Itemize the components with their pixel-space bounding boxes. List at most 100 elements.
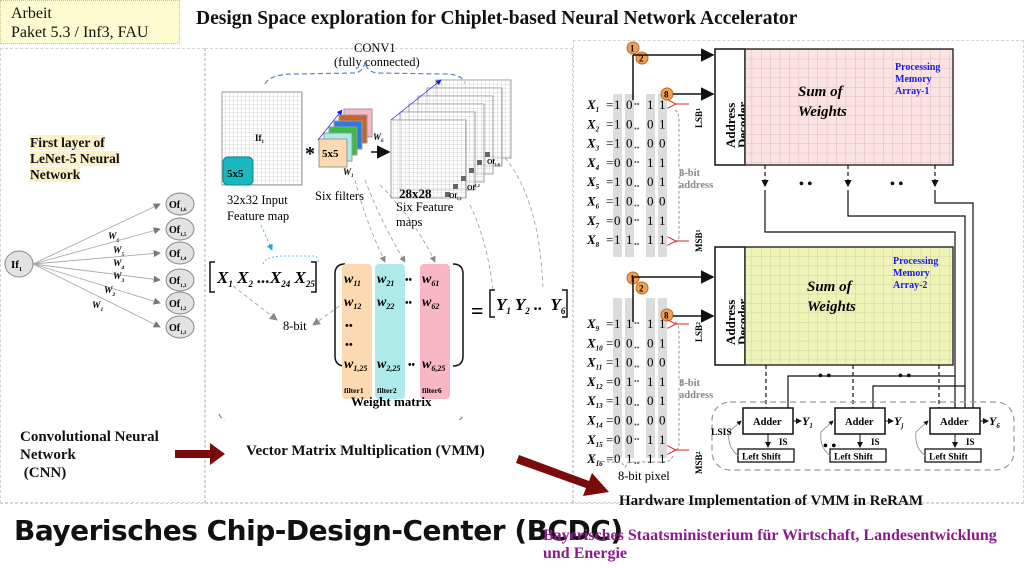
filter2-link [364,179,406,263]
svg-text:=: = [606,232,613,247]
bcdc-title: Bayerisches Chip-Design-Center (BCDC) [14,514,623,547]
svg-text:••: •• [634,202,640,211]
svg-text:X13: X13 [586,393,603,410]
array-2-tag-3: Array-2 [893,280,927,291]
lenet-heading: First layer of LeNet-5 Neural Network [30,135,120,183]
of-1-1-label: Of1,1 [449,192,462,201]
y6-link [504,157,544,291]
svg-text:Of1,4: Of1,4 [169,249,187,262]
weight-label: W5 [113,246,124,258]
svg-text:If1: If1 [255,133,265,145]
svg-text:=: = [606,335,613,350]
bit-value: 1 [614,97,621,112]
svg-text:X1: X1 [586,97,599,114]
bit-value: 0 [659,355,666,370]
msb1-label: MSB1 [694,229,704,252]
filter-depth-arrow [317,109,343,141]
y1-link [469,204,494,291]
feature-size-label: 28x28 [399,186,432,201]
vmm-brace [218,413,464,420]
weight-label: W4 [113,259,124,271]
decoder-1-label-1: Address [723,103,738,148]
left-shift-label: Left Shift [742,453,782,463]
bit-column [625,298,634,458]
cnn-to-vmm-arrow [175,443,225,465]
bit-value: 1 [647,432,654,447]
adder-label: Adder [753,417,782,428]
bit-value: 0 [647,136,654,151]
svg-text:••: •• [634,421,640,430]
svg-text:• •: • • [890,177,903,192]
bit-value: 0 [626,213,633,228]
bit-value: 1 [647,374,654,389]
weight-label: W1 [92,301,103,313]
filter-weight: W [343,167,352,177]
bit-value: 0 [614,155,621,170]
bit-column [646,94,655,257]
ministry-label: Bayerisches Staatsministerium für Wirtsc… [543,527,997,563]
svg-text:Of1,3: Of1,3 [169,276,187,289]
convolution-operator: * [305,143,315,165]
svg-text:If1: If1 [11,259,22,273]
svg-text:=: = [606,432,613,447]
bit-value: 1 [659,451,666,466]
cnn-label: Convolutional Neural Network (CNN) [20,428,159,482]
svg-text:• •: • • [799,177,812,192]
vmm-label: Vector Matrix Multiplication (VMM) [246,443,485,459]
lsis-label: LSIS [711,428,732,438]
svg-text:=: = [606,213,613,228]
page-title: Design Space exploration for Chiplet-bas… [196,8,798,29]
bit-value: 0 [626,335,633,350]
svg-text:••: •• [634,343,640,352]
adder-output: Yj [894,414,903,430]
bit-value: 1 [647,232,654,247]
bit-marker-1: 1 [626,41,640,55]
svg-text:••: •• [408,360,416,371]
bit-value: 1 [647,97,654,112]
output-point [453,184,458,189]
weight-cell: w22 [377,295,394,311]
output-point [461,176,466,181]
weight-cell: w11 [344,272,361,288]
svg-text:••: •• [345,339,353,351]
vmm-equation: X1 X2 ...X24 X25 8-bit w11w12••••w1,25fi… [209,261,568,420]
input-vector: X1 X2 ...X24 X25 [216,268,315,289]
svg-text:••: •• [345,320,353,332]
bit-value: 1 [614,232,621,247]
svg-text:••: •• [634,158,640,167]
weight-edge [32,249,161,265]
svg-text:X9: X9 [586,316,600,333]
bit-column [646,298,655,458]
bit-value: 0 [626,194,633,209]
lenet-graph: W6W5W4W3W2W1 If1 Of1,6Of1,5Of1,4Of1,3Of1… [4,192,195,339]
address-label-1b: address [679,180,713,191]
input-map-sub: 1 [262,140,265,145]
feature-caption-1: Six Feature [396,200,454,214]
bit-value: 0 [614,374,621,389]
filter-label: 5x5 [322,148,339,160]
input-map-label: If [255,133,263,143]
note-line-2: Paket 5.3 / Inf3, FAU [11,24,149,41]
equals-sign: = [471,298,484,323]
bit-value: 1 [626,451,633,466]
bit-value: 1 [647,155,654,170]
bit-value: 1 [659,213,666,228]
bit-value: 0 [626,136,633,151]
ministry-line-2: und Energie [543,545,628,562]
array-2-title-1: Sum of [807,279,854,295]
weight-cell: w1,25 [344,357,367,373]
conv-diagram: CONV1 (fully connected) If1 5x5 32x32 In… [221,41,544,291]
adder-box [834,407,886,435]
svg-text:••: •• [634,435,640,444]
filter-weight-sub: 1 [351,174,354,179]
svg-text:••: •• [634,216,640,225]
bit-value: 1 [659,232,666,247]
feature-output-points [445,152,490,197]
array-1-title-2: Weights [798,104,847,120]
bit-value: 1 [659,174,666,189]
